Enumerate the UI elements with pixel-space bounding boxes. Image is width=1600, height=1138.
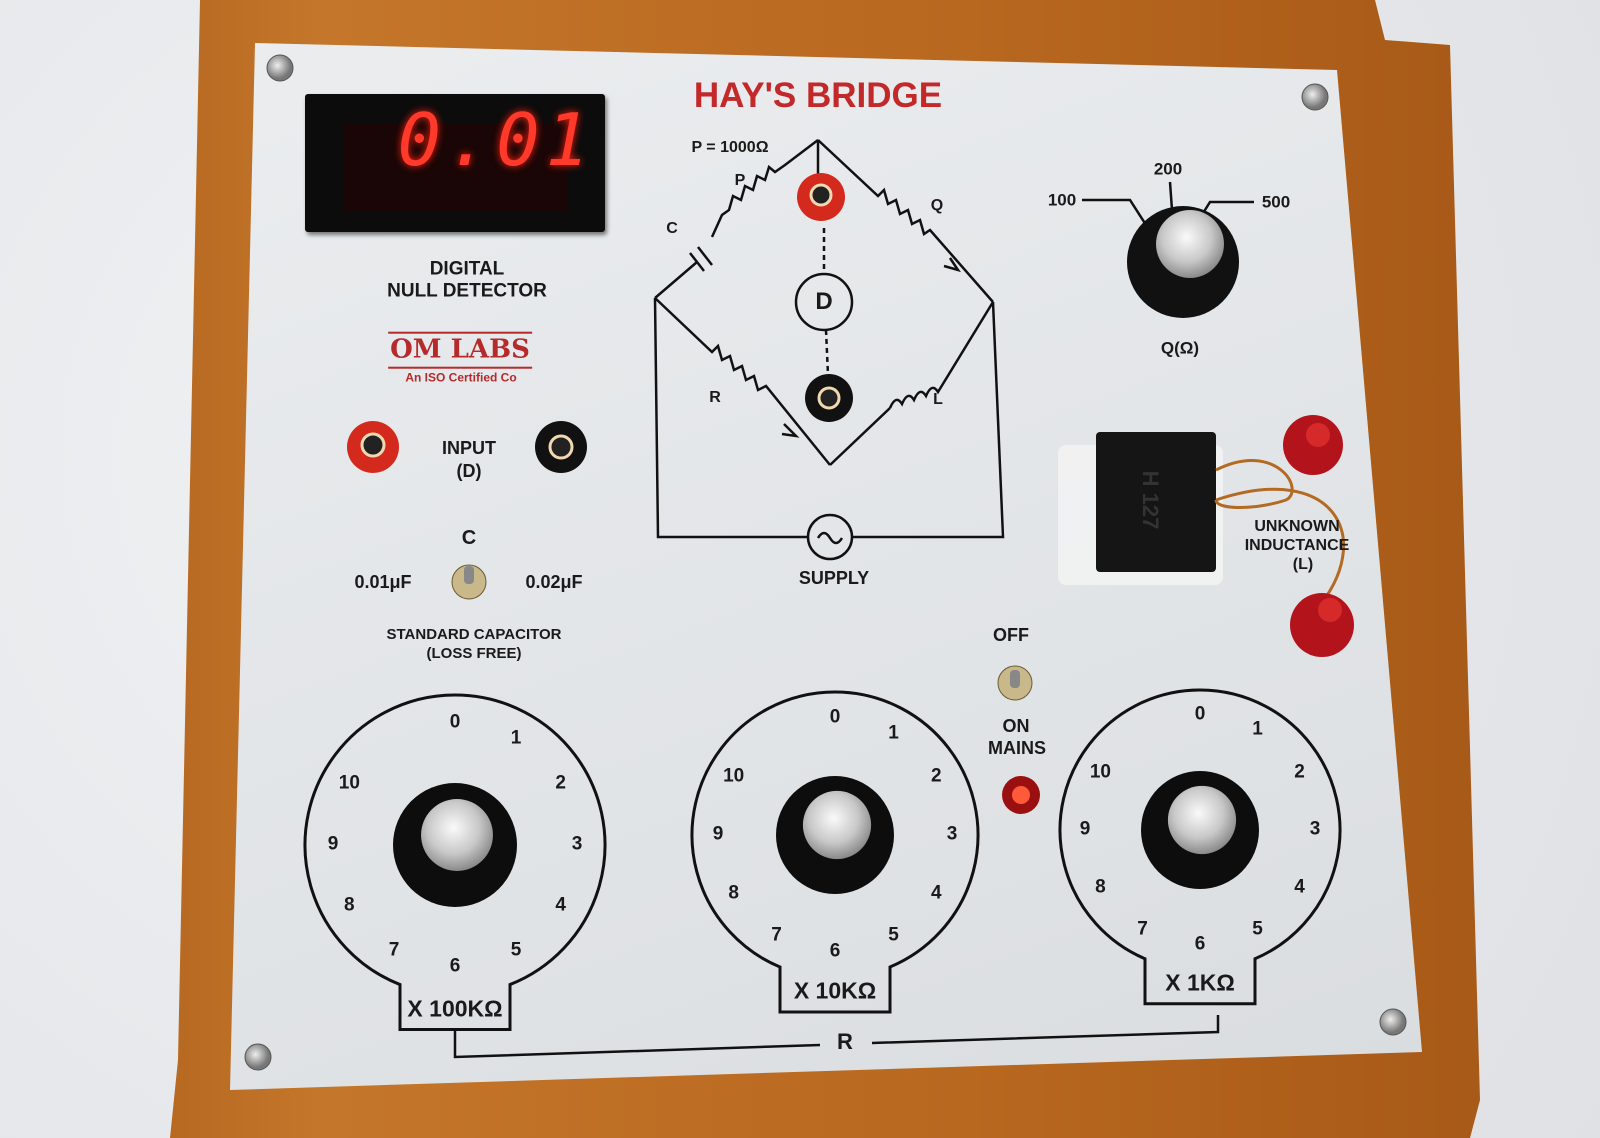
mains-toggle-switch[interactable] xyxy=(997,665,1033,701)
dial-number: 8 xyxy=(1095,876,1106,898)
dial-number: 5 xyxy=(510,939,522,961)
mains-on-label: ON xyxy=(1002,716,1030,737)
dial-number: 3 xyxy=(571,833,583,855)
q-option-100: 100 xyxy=(1047,190,1077,210)
dial-number: 9 xyxy=(327,833,339,855)
dial-multiplier-label: X 1KΩ xyxy=(1165,969,1235,996)
r-bracket xyxy=(453,1015,1220,1059)
c-label: C xyxy=(666,220,678,238)
q-knob-label: Q(Ω) xyxy=(1160,338,1200,358)
resistance-dial-knob[interactable] xyxy=(776,776,894,894)
dial-number: 2 xyxy=(931,765,942,787)
dial-number: 5 xyxy=(888,924,899,946)
detector-label-2: NULL DETECTOR xyxy=(387,280,547,302)
inductance-label-1: UNKNOWN xyxy=(1254,518,1340,536)
l-label: L xyxy=(933,391,943,409)
r-bracket-label: R xyxy=(837,1028,853,1054)
input-black-terminal[interactable] xyxy=(535,421,587,473)
screw-icon xyxy=(1379,1008,1407,1036)
inductor-marking: H 127 xyxy=(1138,470,1164,530)
resistance-dial-2 xyxy=(1058,688,1342,1006)
dial-number: 4 xyxy=(931,882,942,904)
dial-number: 4 xyxy=(555,894,566,916)
r-label: R xyxy=(709,389,721,407)
logo-tagline: An ISO Certified Co xyxy=(405,370,517,385)
dial-number: 7 xyxy=(388,939,400,961)
mains-led-indicator xyxy=(1002,776,1040,814)
capacitor-option-right: 0.02μF xyxy=(525,572,583,593)
mains-off-label: OFF xyxy=(993,625,1029,646)
page-title: HAY'S BRIDGE xyxy=(693,75,943,115)
dial-number: 1 xyxy=(510,727,522,749)
dial-number: 0 xyxy=(449,711,461,733)
dial-number: 6 xyxy=(1194,933,1206,955)
dial-number: 0 xyxy=(1194,703,1206,725)
p-label: P xyxy=(734,172,746,190)
resistance-dial-knob[interactable] xyxy=(1141,771,1259,889)
supply-label: SUPPLY xyxy=(798,568,870,589)
dial-number: 6 xyxy=(829,940,841,962)
screw-icon xyxy=(1301,83,1329,111)
dial-number: 3 xyxy=(1309,818,1321,840)
mains-label: MAINS xyxy=(988,738,1046,759)
inductance-label-2: INDUCTANCE xyxy=(1244,537,1350,555)
dial-number: 10 xyxy=(338,772,360,794)
input-red-terminal[interactable] xyxy=(347,421,399,473)
om-labs-logo: OM LABS xyxy=(388,331,532,369)
dial-number: 5 xyxy=(1252,918,1263,940)
dial-number: 8 xyxy=(728,882,739,904)
dial-number: 9 xyxy=(712,823,724,845)
dial-number: 7 xyxy=(1137,918,1148,940)
dial-multiplier-label: X 100KΩ xyxy=(407,994,503,1021)
capacitor-label: C xyxy=(461,527,477,549)
dial-number: 8 xyxy=(344,894,355,916)
screw-icon xyxy=(244,1043,272,1071)
inductor-leads xyxy=(1214,459,1345,611)
capacitor-option-left: 0.01μF xyxy=(354,572,412,593)
detector-reading: 0.01 xyxy=(397,98,595,182)
q-selector-knob[interactable] xyxy=(1127,206,1239,318)
q-option-200: 200 xyxy=(1153,159,1183,179)
digital-null-detector-display: 0.01 xyxy=(305,94,605,232)
dial-number: 0 xyxy=(829,706,841,728)
q-option-500: 500 xyxy=(1261,192,1291,212)
q-label: Q xyxy=(930,197,944,215)
screw-icon xyxy=(266,54,294,82)
resistance-dial-knob[interactable] xyxy=(393,783,517,907)
dial-number: 7 xyxy=(771,924,782,946)
inductance-red-terminal-top[interactable] xyxy=(1283,415,1343,475)
dial-multiplier-label: X 10KΩ xyxy=(793,977,877,1004)
dial-number: 1 xyxy=(1252,718,1263,740)
dial-number: 3 xyxy=(946,823,958,845)
capacitor-caption: STANDARD CAPACITOR xyxy=(386,625,562,643)
input-sub-label: (D) xyxy=(456,461,482,482)
unknown-inductor[interactable] xyxy=(1058,432,1223,585)
dial-number: 9 xyxy=(1079,818,1091,840)
inductance-red-terminal-bottom[interactable] xyxy=(1290,593,1354,657)
input-label: INPUT xyxy=(442,438,496,459)
capacitor-caption-sub: (LOSS FREE) xyxy=(426,644,522,662)
resistance-dial-0 xyxy=(303,693,607,1032)
detector-label-1: DIGITAL xyxy=(429,258,505,280)
p-value-label: P = 1000Ω xyxy=(691,139,769,157)
dial-number: 10 xyxy=(1089,761,1111,783)
inductance-label-3: (L) xyxy=(1292,556,1314,574)
capacitor-toggle-switch[interactable] xyxy=(451,564,487,600)
resistance-dial-1 xyxy=(690,690,980,1014)
dial-number: 2 xyxy=(555,772,566,794)
dial-number: 4 xyxy=(1294,876,1305,898)
dial-number: 6 xyxy=(449,955,461,977)
bridge-circuit-diagram xyxy=(653,139,1005,561)
detector-black-terminal[interactable] xyxy=(805,374,853,422)
detector-symbol-label: D xyxy=(815,287,833,315)
detector-red-terminal[interactable] xyxy=(797,173,845,221)
dial-number: 1 xyxy=(888,722,899,744)
dial-number: 10 xyxy=(723,765,745,787)
dial-number: 2 xyxy=(1294,761,1305,783)
